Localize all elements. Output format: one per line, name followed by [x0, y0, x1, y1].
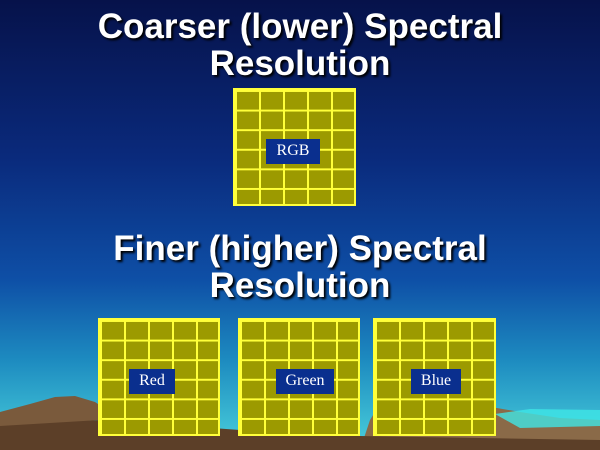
title-coarser: Coarser (lower) Spectral Resolution	[0, 8, 600, 82]
title-coarser-line-1: Coarser (lower) Spectral	[97, 7, 503, 46]
band-label-green: Green	[276, 369, 334, 394]
title-finer-line-1: Finer (higher) Spectral	[113, 229, 487, 268]
band-label-rgb: RGB	[266, 139, 320, 164]
title-coarser-line-2: Resolution	[209, 44, 391, 83]
sea-shape	[495, 409, 600, 428]
title-finer: Finer (higher) Spectral Resolution	[0, 230, 600, 304]
band-label-blue: Blue	[411, 369, 461, 394]
title-finer-line-2: Resolution	[209, 266, 391, 305]
band-label-red: Red	[129, 369, 175, 394]
